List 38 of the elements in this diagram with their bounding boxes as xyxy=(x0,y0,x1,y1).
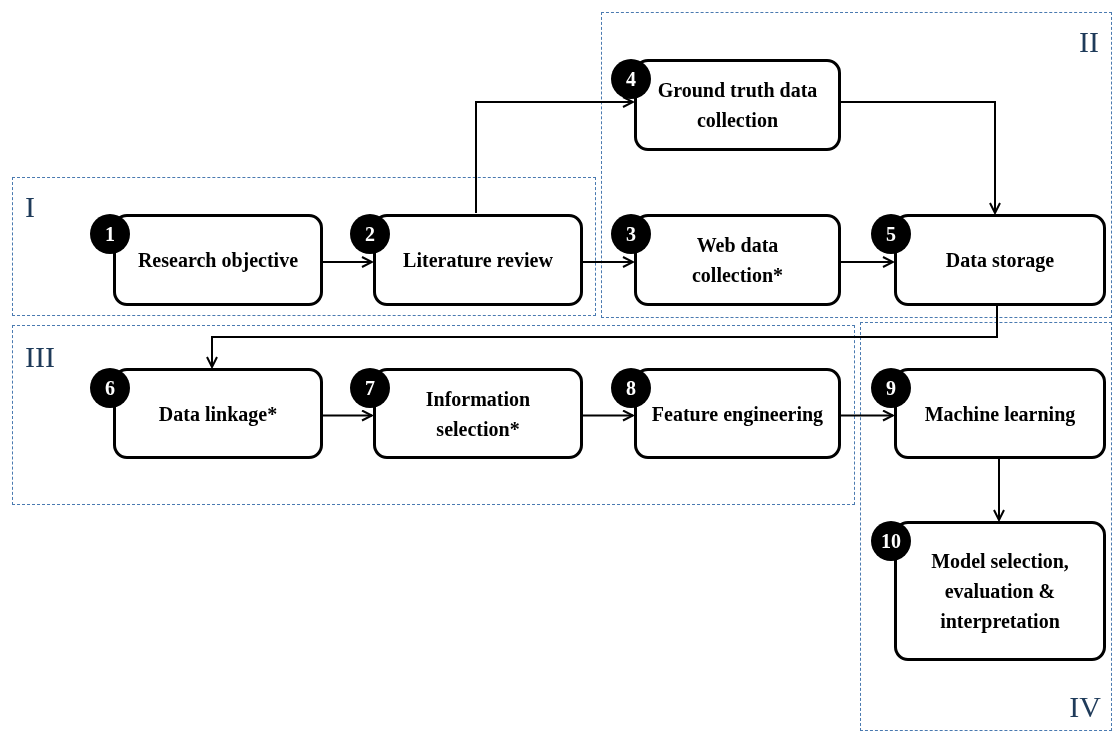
arrow xyxy=(581,409,634,422)
group-label: II xyxy=(1079,27,1099,57)
step-number: 9 xyxy=(871,368,911,408)
arrow xyxy=(993,457,1005,521)
arrow xyxy=(321,409,373,422)
step-number: 5 xyxy=(871,214,911,254)
step-number: 4 xyxy=(611,59,651,99)
dashed-group-region xyxy=(12,177,596,316)
dashed-group-region xyxy=(12,325,855,505)
step-number: 3 xyxy=(611,214,651,254)
arrow xyxy=(839,409,894,422)
step-label: Data storage xyxy=(944,248,1056,274)
arrow xyxy=(839,101,1001,214)
arrow xyxy=(475,96,634,214)
step-number: 6 xyxy=(90,368,130,408)
step-label: Feature engineering xyxy=(650,401,825,428)
step-label: Model selection, evaluation & interpretation xyxy=(930,549,1070,635)
arrow xyxy=(581,256,634,268)
group-label: I xyxy=(25,192,35,222)
step-number: 1 xyxy=(90,214,130,254)
step-label: Information selection* xyxy=(424,386,532,442)
dashed-group-region xyxy=(601,12,1112,318)
step-label: Web data collection* xyxy=(690,233,785,288)
step-number: 10 xyxy=(871,521,911,561)
dashed-group-region xyxy=(860,322,1112,731)
group-label: III xyxy=(25,342,55,372)
step-label: Machine learning xyxy=(923,401,1077,428)
arrow xyxy=(839,256,894,268)
arrow xyxy=(206,304,998,368)
step-number: 7 xyxy=(350,368,390,408)
step-label: Research objective xyxy=(136,248,300,274)
step-number: 8 xyxy=(611,368,651,408)
step-label: Literature review xyxy=(402,248,554,273)
arrow xyxy=(321,256,373,268)
group-label: IV xyxy=(1069,692,1101,722)
step-label: Data linkage* xyxy=(157,401,279,428)
step-number: 2 xyxy=(350,214,390,254)
step-label: Ground truth data collection xyxy=(656,78,819,133)
